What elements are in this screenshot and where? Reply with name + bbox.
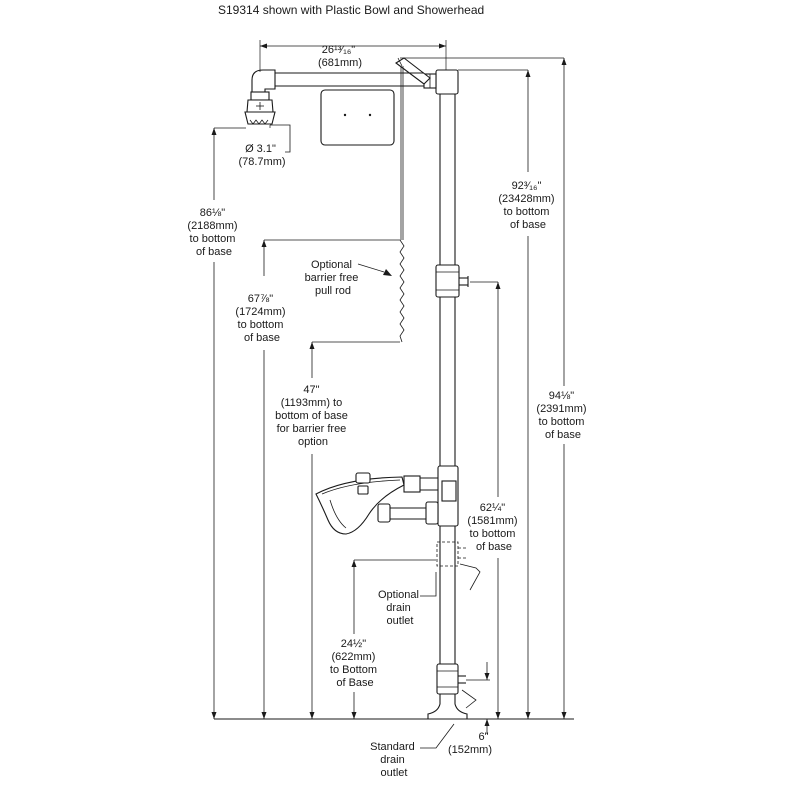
sign-plate [320, 89, 395, 146]
pull-rod-callout: Optional barrier free pull rod [305, 259, 362, 297]
eyewash-bowl [315, 472, 439, 535]
callout-labels: Optional barrier free pull rod Optional … [305, 259, 422, 779]
standard-drain-callout: Standard drain outlet [370, 741, 418, 779]
shower-valve [395, 57, 459, 95]
pull-rod [399, 66, 405, 343]
main-pipe [427, 92, 469, 720]
dimension-lines [211, 40, 567, 749]
standard-drain-height-label: 6" (152mm) [448, 731, 492, 756]
pull-rod-height-label: 67⅞" (1724mm) to bottom of base [235, 293, 288, 344]
optional-drain-callout: Optional drain outlet [378, 589, 422, 627]
head-diameter-label: Ø 3.1" (78.7mm) [238, 143, 285, 168]
barrier-free-height-label: 47" (1193mm) to bottom of base for barri… [275, 384, 351, 448]
showerhead-icon [244, 91, 276, 125]
optional-drain-height-label: 24½" (622mm) to Bottom of Base [330, 638, 380, 689]
drawing-title: S19314 shown with Plastic Bowl and Showe… [218, 3, 484, 17]
overall-height-label: 94⅛" (2391mm) to bottom of base [536, 390, 589, 441]
valve-height-label: 92³⁄₁₆" (23428mm) to bottom of base [498, 180, 557, 231]
bowl-height-label: 62¼" (1581mm) to bottom of base [467, 502, 520, 553]
head-height-label: 86⅛" (2188mm) to bottom of base [187, 207, 240, 258]
shower-arm [251, 69, 424, 93]
dimension-labels: 26¹³⁄₁₆" (681mm) Ø 3.1" (78.7mm) 86⅛" (2… [187, 44, 589, 756]
arm-length-label: 26¹³⁄₁₆" (681mm) [318, 44, 362, 69]
shower-equipment [214, 57, 574, 720]
